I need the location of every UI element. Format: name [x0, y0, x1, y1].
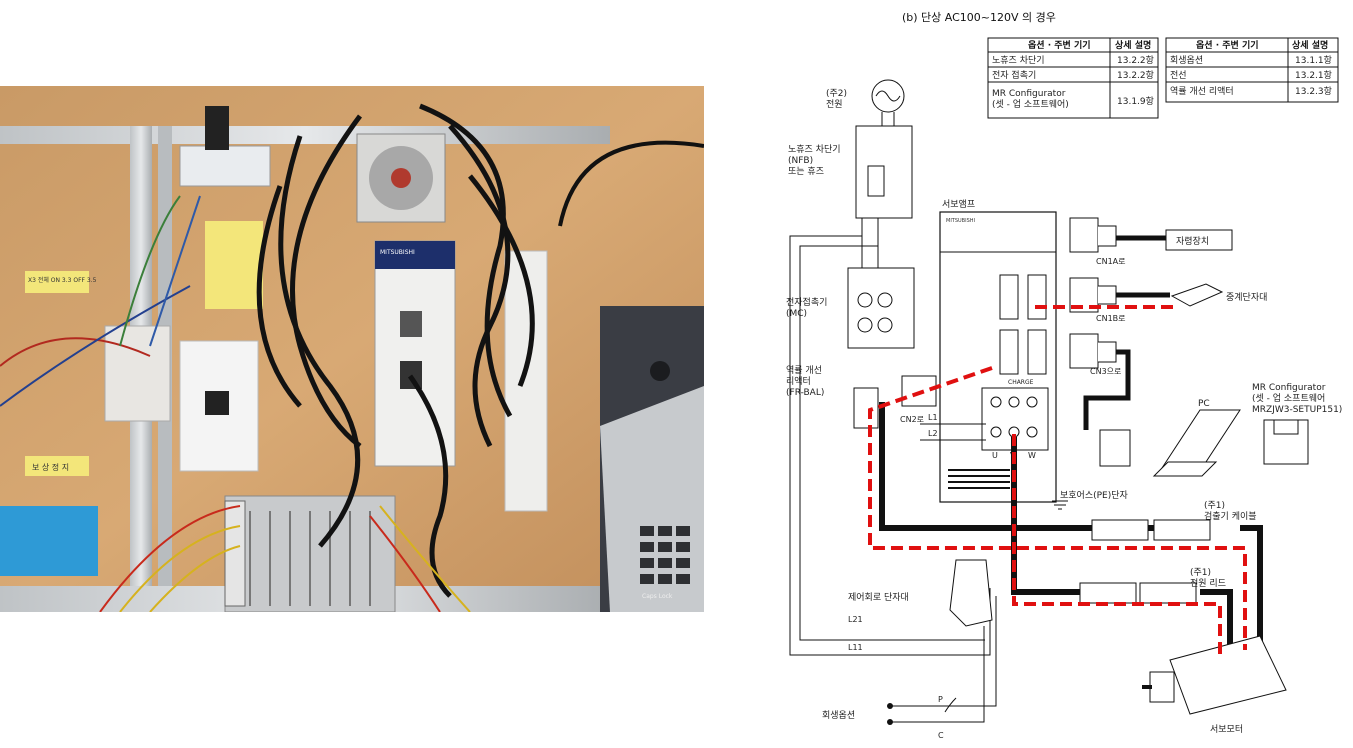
label-u: U: [992, 451, 998, 460]
wire-l11: [799, 245, 985, 641]
table1-header-detail: 상세 설명: [1115, 39, 1151, 51]
label-servo-motor: 서보모터: [1210, 724, 1243, 735]
label-l1: L1: [928, 413, 938, 422]
sticky-note-3-text: 보 상 정 지: [32, 462, 69, 472]
sticky-note-2-text: X3 전체 ON 3.3 OFF 3.5: [28, 276, 97, 284]
cable-duct: [504, 250, 548, 512]
label-pc: PC: [1198, 399, 1210, 409]
table1-row1-option: 노휴즈 차단기: [992, 54, 1045, 66]
label-cn1a: CN1A로: [1096, 257, 1126, 266]
relay-terminal-block: [1170, 283, 1224, 307]
label-regen: 회생옵션: [822, 710, 855, 721]
nfb-breaker: [855, 125, 913, 219]
encoder-connector: [1091, 519, 1149, 541]
table2-row3-option: 역률 개선 리액터: [1170, 85, 1234, 97]
cn3-cable: [1083, 349, 1131, 430]
laptop-key-label: Caps Lock: [642, 593, 673, 600]
blue-enclosure: [0, 506, 98, 576]
sticky-note-1: [205, 221, 263, 309]
label-w: W: [1028, 451, 1036, 460]
label-l11: L11: [848, 643, 863, 652]
servo-amp-brand: MITSUBISHI: [380, 249, 415, 256]
wiring-diagram: (b) 단상 AC100~120V 의 경우 옵션 · 주변 기기 상세 설명 …: [770, 0, 1353, 744]
table2-row2-detail: 13.2.1항: [1295, 70, 1332, 81]
option-table-2: [1165, 37, 1339, 103]
label-p: P: [938, 695, 943, 704]
table2-header-option: 옵션 · 주변 기기: [1196, 39, 1259, 51]
wire-l21: [789, 235, 991, 656]
label-l21: L21: [848, 615, 863, 624]
cable-bundle: [256, 103, 535, 598]
label-ctrl-terminal: 제어회로 단자대: [848, 592, 909, 603]
terminal-block-top: [179, 145, 271, 187]
table1-row3-option: MR Configurator(셋 - 업 소프트웨어): [992, 89, 1069, 110]
amp-brand: MITSUBISHI: [946, 218, 975, 224]
frame-top-rail: [0, 126, 610, 144]
power-factor-reactor: [853, 387, 879, 429]
label-relay: 중계단자대: [1226, 291, 1267, 303]
hardware-photo: Caps Lock X3 전체 ON 3.3 OFF 3.5 보 상 정 지 M…: [0, 86, 704, 612]
label-pe-terminal: 보호어스(PE)단자: [1060, 490, 1129, 501]
label-l2: L2: [928, 429, 938, 438]
cn2-plug: [901, 375, 937, 407]
label-power-lead: (주1)전원 리드: [1190, 567, 1226, 589]
cn2-port: [999, 329, 1019, 375]
option-table-1: [987, 37, 1159, 119]
label-cn1b: CN1B로: [1096, 314, 1126, 323]
label-encoder-cable: (주1)검출기 케이블: [1204, 500, 1257, 522]
table1-header-option: 옵션 · 주변 기기: [1028, 39, 1091, 51]
laptop-adapter: [650, 361, 670, 381]
regen-wires: [890, 596, 997, 723]
table1-row2-detail: 13.2.2항: [1117, 70, 1154, 81]
label-servo-amp: 서보앰프: [942, 198, 975, 210]
control-circuit-terminal: [949, 559, 993, 627]
ac-power-source-icon: [871, 79, 905, 113]
cn1a-plug: [1069, 217, 1099, 253]
laptop-body: [600, 386, 704, 612]
wiring-diagram-drawing: (b) 단상 AC100~120V 의 경우 옵션 · 주변 기기 상세 설명 …: [786, 11, 1342, 740]
pc-icon: [1161, 409, 1241, 469]
ribbon-connector: [205, 106, 229, 150]
table2-header-detail: 상세 설명: [1292, 39, 1328, 51]
table2-row2-option: 전선: [1170, 70, 1187, 81]
label-charge: CHARGE: [1008, 379, 1034, 386]
power-lead-connector: [1079, 582, 1137, 604]
cn3-port: [1027, 329, 1047, 375]
hardware-photo-drawing: Caps Lock X3 전체 ON 3.3 OFF 3.5 보 상 정 지 M…: [0, 86, 704, 612]
label-c: C: [938, 731, 944, 740]
table2-row3-detail: 13.2.3항: [1295, 86, 1332, 97]
floppy-disk-icon: [1263, 419, 1309, 465]
sticky-note-3: [25, 456, 89, 476]
cn3-plug: [1069, 333, 1099, 369]
magnetic-contactor: [847, 267, 915, 349]
table1-row2-option: 전자 접촉기: [992, 69, 1036, 81]
diagram-title: (b) 단상 AC100~120V 의 경우: [902, 11, 1056, 24]
servo-amp: [374, 240, 456, 467]
highlight-path: [868, 305, 1247, 660]
label-cn2: CN2로: [900, 415, 924, 424]
sticky-note-2: [25, 271, 89, 293]
table1-row3-detail: 13.1.9항: [1117, 96, 1154, 107]
positioning-device: [1165, 229, 1233, 251]
table1-row1-detail: 13.2.2항: [1117, 55, 1154, 66]
breadboard: [104, 325, 171, 422]
label-mc: 전자접촉기(MC): [786, 296, 827, 319]
cn1a-port: [999, 274, 1019, 320]
servo-motor-icon: [1142, 635, 1287, 715]
table2-row1-option: 회생옵션: [1170, 55, 1203, 66]
label-power: (주2)전원: [826, 88, 847, 110]
label-positioning: 자령장치: [1176, 235, 1209, 247]
table2-row1-detail: 13.1.1항: [1295, 55, 1332, 66]
cn1b-port: [1027, 274, 1047, 320]
label-nfb: 노휴즈 차단기(NFB)또는 휴즈: [788, 143, 841, 177]
label-cn3: CN3으로: [1090, 367, 1121, 376]
